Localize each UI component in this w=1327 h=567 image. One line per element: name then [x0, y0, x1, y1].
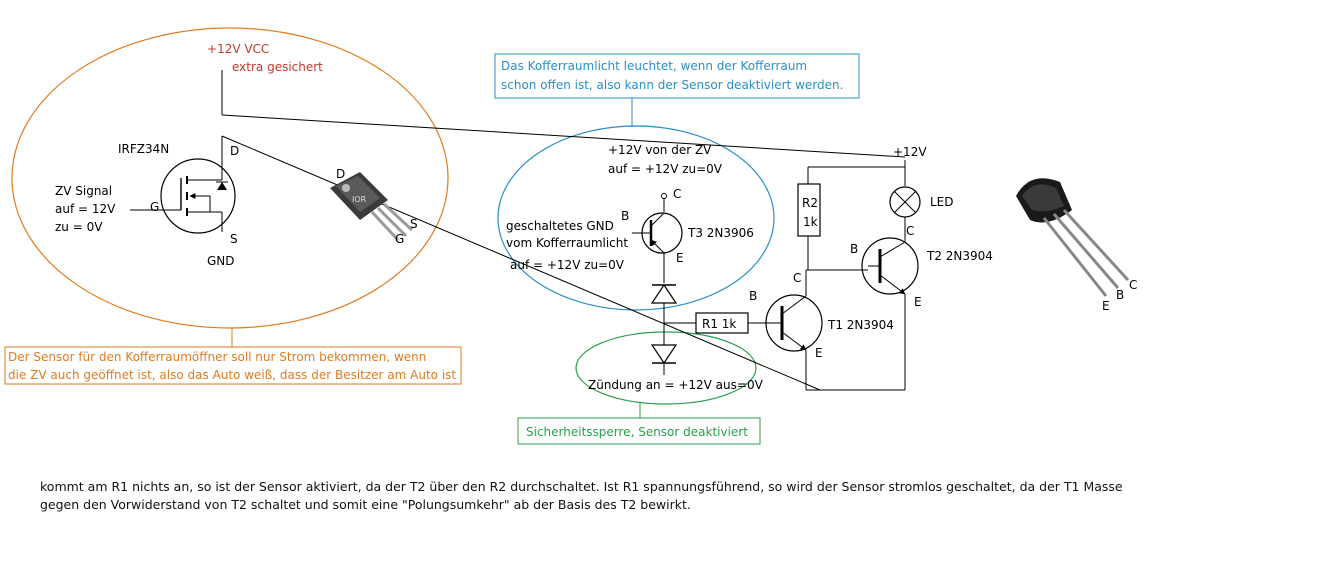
- led-symbol: [889, 186, 921, 218]
- source-label: S: [230, 232, 238, 246]
- note-top-box: [494, 53, 860, 99]
- t3-transistor-symbol: [632, 193, 683, 283]
- to220-g-label: G: [395, 232, 404, 246]
- to92-e-label: E: [1102, 299, 1110, 313]
- note-orange-box: [4, 346, 462, 385]
- signal-label-3: zu = 0V: [55, 220, 103, 234]
- vcc-to-supply-wire: [221, 114, 906, 158]
- t1-label: T1 2N3904: [827, 318, 894, 332]
- note-green-label: Sicherheitssperre, Sensor deaktiviert: [526, 425, 748, 439]
- gnd-switched-line-3: auf = +12V zu=0V: [510, 258, 625, 272]
- note-top-line-2: schon offen ist, also kann der Sensor de…: [501, 78, 843, 92]
- ignition-label: Zündung an = +12V aus=0V: [588, 378, 764, 392]
- t3-e-label: E: [676, 251, 684, 265]
- mosfet-symbol: [130, 136, 236, 234]
- t2-transistor-symbol: [861, 237, 919, 295]
- vcc-label: +12V VCC: [207, 42, 269, 56]
- to220-package-image: IOR: [330, 172, 414, 242]
- signal-label-2: auf = 12V: [55, 202, 116, 216]
- t1-c-label: C: [793, 271, 801, 285]
- t1-transistor-symbol: [765, 294, 823, 352]
- t3-zone-ellipse: [497, 125, 775, 311]
- t3-c-label: C: [673, 187, 681, 201]
- drain-label: D: [230, 144, 239, 158]
- to92-package-image: [1016, 178, 1130, 297]
- t2-e-label: E: [914, 295, 922, 309]
- vcc-note: extra gesichert: [232, 60, 323, 74]
- r2-label-1: R2: [802, 196, 818, 210]
- gnd-switched-line-2: vom Kofferraumlicht: [506, 236, 628, 250]
- zv-plus-line-1: +12V von der ZV: [608, 143, 712, 157]
- note-green-box: [517, 417, 761, 445]
- footer-explanation: kommt am R1 nichts an, so ist der Sensor…: [40, 479, 1123, 512]
- t1-b-label: B: [749, 289, 757, 303]
- to92-b-label: B: [1116, 288, 1124, 302]
- note-orange-line-2: die ZV auch geöffnet ist, also das Auto …: [8, 368, 456, 382]
- t3-label: T3 2N3906: [687, 226, 754, 240]
- signal-label-1: ZV Signal: [55, 184, 112, 198]
- to220-s-label: S: [410, 217, 418, 231]
- gate-label: G: [150, 200, 159, 214]
- r1-label: R1 1k: [702, 317, 736, 331]
- to220-brand: IOR: [352, 195, 367, 204]
- led-label: LED: [930, 195, 954, 209]
- note-orange-line-1: Der Sensor für den Kofferraumöffner soll…: [8, 350, 426, 364]
- mosfet-part-label: IRFZ34N: [118, 142, 169, 156]
- zv-plus-line-2: auf = +12V zu=0V: [608, 162, 723, 176]
- to220-d-label: D: [336, 167, 345, 181]
- t2-label: T2 2N3904: [926, 249, 993, 263]
- t2-c-label: C: [906, 224, 914, 238]
- diode-lower: [650, 344, 678, 365]
- gnd-label: GND: [207, 254, 235, 268]
- diode-upper: [650, 283, 678, 304]
- t2-b-label: B: [850, 242, 858, 256]
- drain-to-t1-emitter-wire: [221, 135, 821, 391]
- gnd-switched-line-1: geschaltetes GND: [506, 219, 614, 233]
- mosfet-zone-ellipse: [11, 27, 449, 329]
- to92-c-label: C: [1129, 278, 1137, 292]
- t3-b-label: B: [621, 209, 629, 223]
- r2-label-2: 1k: [803, 215, 818, 229]
- safety-zone-ellipse: [575, 331, 757, 405]
- supply-label: +12V: [893, 145, 927, 159]
- t1-e-label: E: [815, 346, 823, 360]
- r2-resistor: [797, 183, 821, 237]
- note-top-line-1: Das Kofferraumlicht leuchtet, wenn der K…: [501, 59, 807, 73]
